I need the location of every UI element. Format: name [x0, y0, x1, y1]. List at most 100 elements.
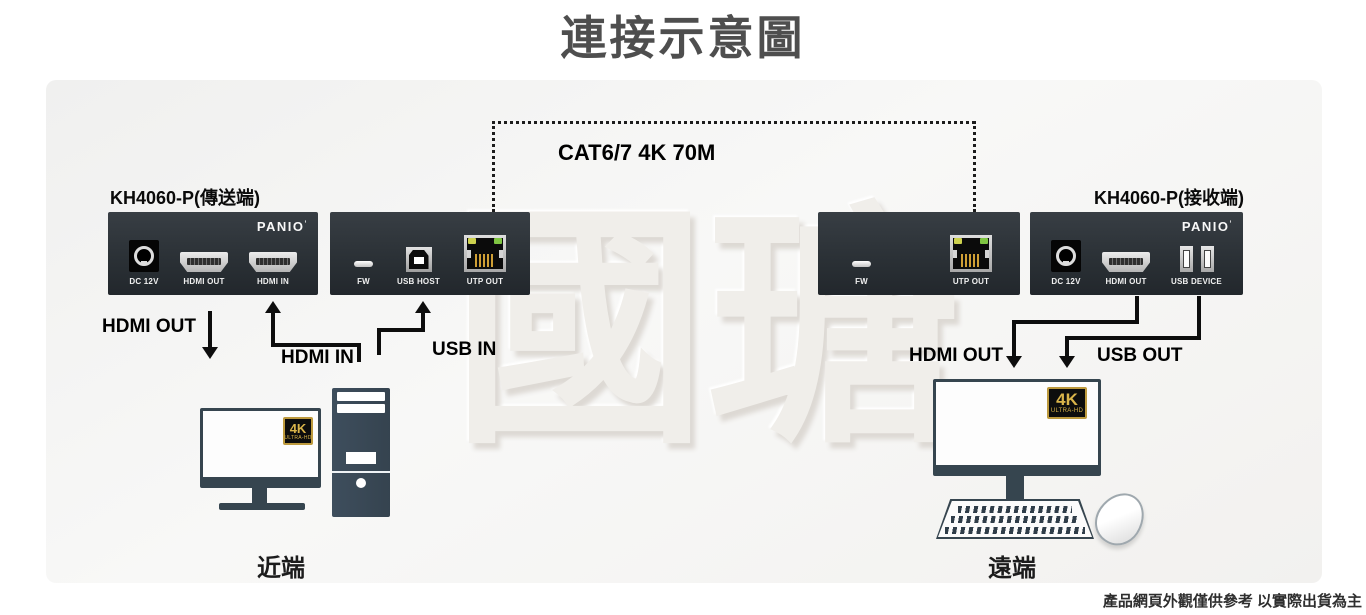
utp-out-port: UTP OUT [950, 235, 992, 286]
panio-logo: PANIO’ [1182, 219, 1233, 234]
fw-port: FW [852, 261, 871, 286]
firmware-slot-icon [852, 261, 871, 267]
usb-host-port: USB HOST [397, 247, 440, 286]
cat-cable-line-right [973, 121, 976, 212]
rj45-led-left [954, 238, 962, 244]
rj45-notch-right [498, 250, 503, 258]
dc-12v-port: DC 12V [129, 240, 159, 286]
rj45-led-right [980, 238, 988, 244]
brand-text: PANIO [256, 219, 305, 234]
near-usb-in-arrow-line [421, 312, 425, 332]
rj45-notch-left [953, 250, 957, 258]
port-label: DC 12V [1051, 277, 1081, 286]
usb-b-icon [405, 247, 432, 272]
cat-cable-line-top [492, 121, 975, 124]
port-label: UTP OUT [466, 277, 504, 286]
4k-badge-sub: ULTRA-HD [1050, 407, 1084, 414]
near-usb-in-arrow-line [377, 328, 381, 355]
dc-12v-port: DC 12V [1051, 240, 1082, 286]
far-usb-out-arrowhead [1059, 356, 1075, 368]
near-usb-in-arrowhead [415, 301, 431, 313]
transmitter-back-panel: FW USB HOST UTP OUT [330, 212, 530, 295]
far-usb-out-label: USB OUT [1097, 345, 1183, 366]
keyboard [936, 499, 1094, 539]
tower-drive-bay [337, 392, 385, 401]
brand-mark: ’ [304, 220, 308, 228]
hdmi-icon [1102, 252, 1151, 272]
usb-a-dual-icon [1179, 246, 1214, 272]
far-hdmi-out-arrow-line [1012, 320, 1139, 324]
disclaimer-text: 產品網頁外觀僅供參考 以實際出貨為主 [1102, 593, 1362, 610]
far-usb-out-arrow-line [1197, 296, 1201, 340]
near-hdmi-in-arrowhead [265, 301, 281, 313]
usb-a-icon [1179, 246, 1193, 272]
near-hdmi-in-arrow-line [271, 343, 361, 347]
port-label: USB HOST [397, 277, 440, 286]
near-hdmi-out-arrow-line [208, 311, 212, 348]
keyboard-keys-row [951, 516, 1079, 523]
hdmi-out-port: HDMI OUT [180, 252, 228, 286]
tower-drive-bay [337, 404, 385, 413]
4k-badge-main: 4K [289, 420, 307, 436]
rj45-notch-right [985, 250, 989, 258]
brand-text: PANIO [1181, 219, 1230, 234]
brand-mark: ’ [1229, 220, 1233, 228]
transmitter-front-panel: PANIO’ DC 12V HDMI OUT HDMI IN [108, 212, 318, 295]
utp-out-port: UTP OUT [463, 235, 506, 286]
rj45-pins [474, 254, 495, 267]
port-label: HDMI OUT [1105, 277, 1147, 286]
rj45-icon [950, 235, 992, 272]
cat-cable-line-left [492, 121, 495, 212]
usb-device-port: USB DEVICE [1171, 246, 1222, 286]
dc-jack-icon [129, 240, 159, 272]
near-hdmi-out-label: HDMI OUT [102, 316, 196, 337]
near-hdmi-out-arrowhead [202, 347, 218, 359]
usb-a-icon [1200, 246, 1214, 272]
far-end-label: 遠端 [988, 555, 1036, 582]
transmitter-label: KH4060-P(傳送端) [110, 188, 261, 208]
rj45-led-right [493, 238, 502, 244]
tower-button [346, 452, 376, 464]
4k-badge-sub: ULTRA-HD [284, 434, 312, 441]
port-label: FW [855, 277, 868, 286]
cat-cable-label: CAT6/7 4K 70M [558, 140, 716, 165]
near-monitor-stand [252, 488, 267, 504]
far-usb-out-arrow-line [1065, 336, 1069, 358]
tower-divider [332, 471, 390, 473]
hdmi-icon [249, 252, 297, 272]
far-hdmi-out-arrowhead [1006, 356, 1022, 368]
port-label: HDMI IN [256, 277, 290, 286]
4k-badge: 4K ULTRA-HD [283, 417, 313, 445]
dc-jack-icon [1051, 240, 1082, 272]
4k-badge-main: 4K [1056, 389, 1078, 409]
near-usb-in-arrow-line [377, 328, 425, 332]
panio-logo: PANIO’ [257, 219, 308, 234]
hdmi-icon [180, 252, 228, 272]
far-monitor-stand [1006, 475, 1024, 501]
near-hdmi-in-arrow-line [357, 343, 361, 362]
keyboard-keys-row [958, 506, 1072, 513]
hdmi-in-port: HDMI IN [249, 252, 297, 286]
far-usb-out-arrow-line [1065, 336, 1201, 340]
far-hdmi-out-arrow-line [1135, 296, 1139, 324]
fw-port: FW [354, 261, 374, 286]
receiver-back-panel: FW UTP OUT [818, 212, 1020, 295]
4k-badge: 4K ULTRA-HD [1047, 387, 1087, 419]
port-label: DC 12V [129, 277, 159, 286]
near-usb-in-label: USB IN [432, 339, 497, 360]
rj45-icon [463, 235, 506, 272]
far-hdmi-out-label: HDMI OUT [909, 345, 1003, 366]
tower-power-button [356, 478, 366, 488]
rj45-led-left [467, 238, 476, 244]
far-hdmi-out-arrow-line [1012, 320, 1016, 358]
receiver-label: KH4060-P(接收端) [1093, 188, 1244, 208]
port-label: HDMI OUT [183, 277, 225, 286]
near-hdmi-in-arrow-line [271, 312, 275, 347]
port-label: UTP OUT [952, 277, 990, 286]
receiver-front-panel: PANIO’ DC 12V HDMI OUT USB DEVICE [1030, 212, 1243, 295]
near-monitor-base [219, 503, 305, 510]
page-title: 連接示意圖 [560, 12, 806, 64]
near-monitor [200, 408, 321, 488]
hdmi-out-port: HDMI OUT [1102, 252, 1151, 286]
